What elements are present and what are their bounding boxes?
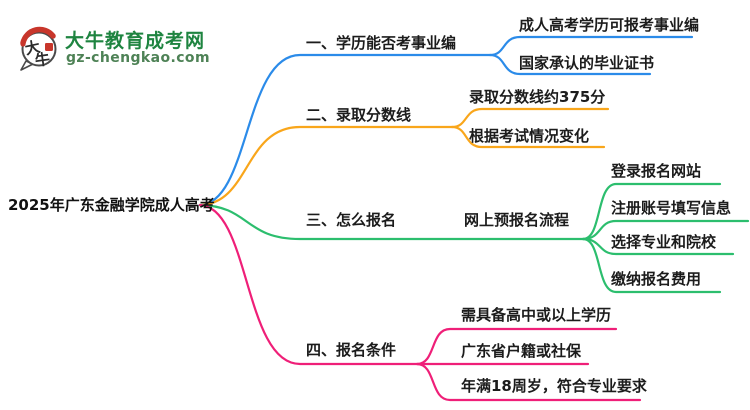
root-topic: 2025年广东金融学院成人高考: [8, 196, 215, 214]
branch-1-child-1-line: [488, 35, 694, 57]
branch-1-label: 一、学历能否考事业编: [306, 34, 457, 52]
site-logo: 大 牛 大牛教育成考网 gz-chengkao.com: [8, 10, 268, 71]
branch-2-child-2: 根据考试情况变化: [469, 127, 590, 145]
branch-4-child-2: 广东省户籍或社保: [461, 342, 582, 360]
branch-2-connector: [198, 107, 610, 207]
branch-4-main-line: [198, 203, 590, 366]
branch-4-child-3: 年满18周岁，符合专业要求: [461, 377, 647, 395]
branch-3-child-2: 注册账号填写信息: [611, 199, 732, 217]
branch-2-child-2-line: [450, 125, 606, 149]
branch-3-sub-label: 网上预报名流程: [464, 211, 570, 229]
logo-char-niu: 牛: [34, 50, 51, 70]
branch-3-child-1-line: [581, 182, 722, 241]
logo-title: 大牛教育成考网: [65, 30, 206, 52]
branch-3-child-3: 选择专业和院校: [611, 233, 717, 251]
branch-2-main-line: [198, 125, 454, 207]
branch-4-child-1-line: [415, 327, 618, 366]
branch-4-label: 四、报名条件: [306, 341, 397, 359]
branch-2-child-1-line: [450, 107, 610, 129]
logo-char-da: 大: [23, 38, 41, 59]
branch-4-child-3-line: [415, 362, 642, 402]
daniu-bull-logo-icon: 大 牛: [20, 26, 57, 71]
branch-4-child-1: 需具备高中或以上学历: [461, 306, 612, 324]
branch-1-child-2-line: [488, 53, 652, 76]
branch-1-main-line: [198, 53, 492, 207]
branch-3-label: 三、怎么报名: [306, 211, 397, 229]
branch-3-main-line: [198, 203, 585, 241]
branch-1-child-2: 国家承认的毕业证书: [519, 54, 655, 72]
branch-4-connector: [198, 203, 642, 402]
branch-3-connector: [198, 182, 750, 294]
branch-1-child-1: 成人高考学历可报考事业编: [519, 16, 700, 34]
logo-domain: gz-chengkao.com: [66, 50, 210, 66]
branch-3-child-1: 登录报名网站: [611, 162, 702, 180]
branch-2-child-1: 录取分数线约375分: [469, 88, 606, 106]
branch-3-child-4-line: [581, 237, 722, 294]
branch-2-label: 二、录取分数线: [306, 106, 412, 124]
branch-1-connector: [198, 35, 694, 207]
branch-3-child-4: 缴纳报名费用: [611, 270, 702, 288]
